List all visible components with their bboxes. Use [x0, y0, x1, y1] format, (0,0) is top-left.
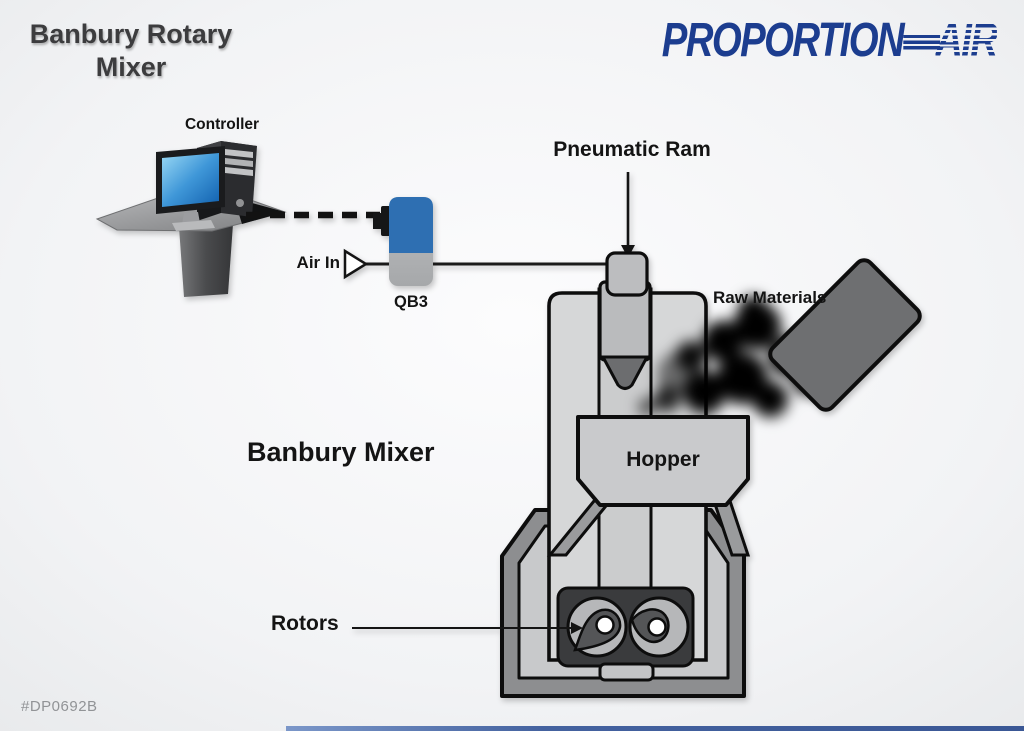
- footer-accent-bar: [286, 726, 1024, 731]
- qb3-valve: [373, 197, 433, 286]
- logo-word-proportion: PROPORTION: [661, 13, 904, 67]
- page-title: Banbury Rotary Mixer: [16, 18, 246, 84]
- pneumatic-ram-label: Pneumatic Ram: [553, 138, 711, 161]
- qb3-body-blue: [389, 197, 433, 253]
- tower-bay: [225, 158, 253, 167]
- qb3-label: QB3: [394, 293, 428, 311]
- rotor-left-shaft: [595, 615, 615, 635]
- logo-dash-stripes: [902, 35, 940, 51]
- pointer-arrow-head: [571, 622, 583, 634]
- tower-power-button: [236, 199, 244, 207]
- desk-pedestal: [179, 224, 233, 297]
- monitor-base: [172, 220, 215, 231]
- monitor-screen: [162, 153, 219, 207]
- doc-number: #DP0692B: [21, 698, 98, 715]
- tower-bay: [225, 167, 253, 176]
- rotors-pointer: [352, 622, 583, 634]
- logo-word-air: AIR: [934, 13, 998, 67]
- banbury-mixer-label: Banbury Mixer: [247, 437, 435, 467]
- monitor-stand: [182, 212, 200, 224]
- base-bottom-tab: [598, 662, 655, 682]
- rotors-label: Rotors: [271, 612, 339, 635]
- page-title-line2: Mixer: [95, 52, 167, 82]
- pneumatic-ram-arrow: [621, 172, 635, 258]
- ram-tip: [600, 355, 650, 390]
- raw-materials-chute: [768, 258, 922, 412]
- rotor-right-shaft: [647, 617, 667, 637]
- tower-bay: [225, 149, 253, 158]
- controller-illustration: [95, 141, 287, 297]
- air-in-triangle-icon: [343, 248, 369, 280]
- controller-label: Controller: [184, 116, 260, 133]
- proportion-air-logo: PROPORTION AIR: [661, 13, 998, 67]
- hopper-shape: [576, 415, 750, 507]
- rotor-assembly: [556, 586, 695, 682]
- pneumatic-ram-rod: [598, 251, 652, 390]
- ram-top-rod: [605, 251, 649, 297]
- hopper-label: Hopper: [626, 448, 700, 471]
- page-title-line1: Banbury Rotary: [29, 19, 233, 49]
- raw-materials-label: Raw Materials: [713, 288, 827, 307]
- air-in-label: Air In: [296, 253, 340, 272]
